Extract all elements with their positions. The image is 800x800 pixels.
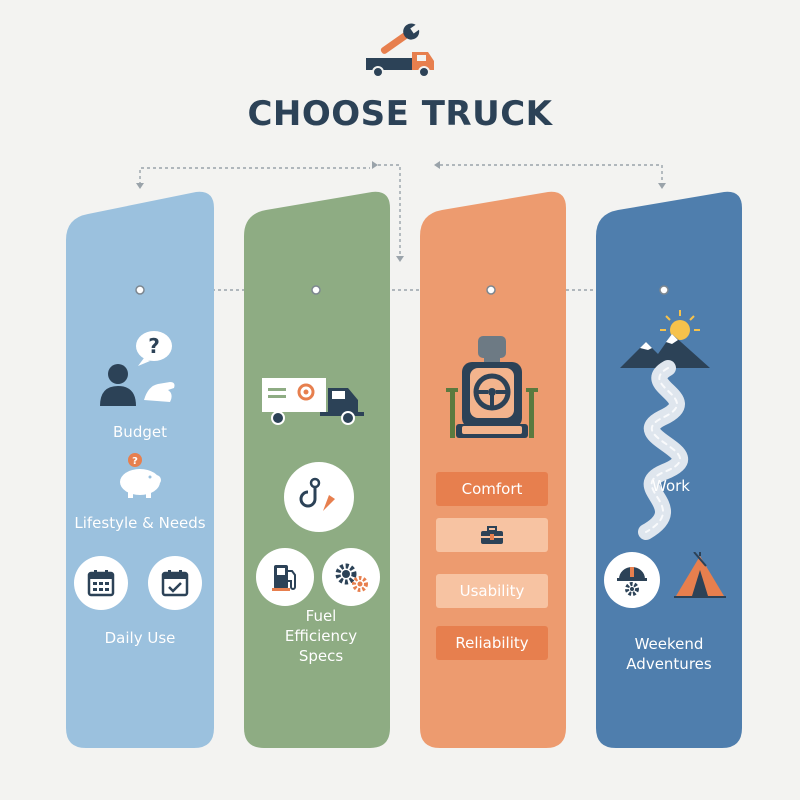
tow-hook-icon [284, 462, 354, 532]
page-title: CHOOSE TRUCK [247, 94, 553, 134]
piggy-bank-icon: ? [120, 453, 161, 498]
efficiency-label: Efficiency [284, 627, 358, 645]
weekend-label: Weekend [634, 635, 704, 653]
comfort-tag: Comfort [436, 472, 548, 506]
usability-tag: Usability [436, 574, 548, 608]
budget-label: Budget [113, 423, 167, 441]
gears-icon [322, 548, 380, 606]
toolbox-tag [436, 518, 548, 552]
truck-wrench-icon [366, 23, 434, 78]
daily-use-label: Daily Use [104, 629, 176, 647]
work-label: Work [652, 477, 690, 495]
lifestyle-needs-label: Lifestyle & Needs [74, 514, 206, 532]
tent-icon [674, 552, 726, 598]
calendar-icon [74, 556, 128, 610]
fuel-pump-icon [256, 548, 314, 606]
adventures-label: Adventures [626, 655, 712, 673]
calendar-check-icon [148, 556, 202, 610]
car-seat-steering-icon [446, 336, 538, 438]
specs-label: Specs [298, 647, 344, 665]
hardhat-gear-icon [604, 552, 660, 608]
svg-text:?: ? [132, 456, 138, 467]
mountain-road-icon [620, 310, 710, 540]
toolbox-icon [481, 526, 503, 544]
cargo-truck-icon [262, 378, 364, 425]
svg-text:?: ? [148, 334, 160, 358]
reliability-tag: Reliability [436, 626, 548, 660]
person-question-icon: ? [100, 331, 175, 406]
fuel-label: Fuel [305, 607, 337, 625]
